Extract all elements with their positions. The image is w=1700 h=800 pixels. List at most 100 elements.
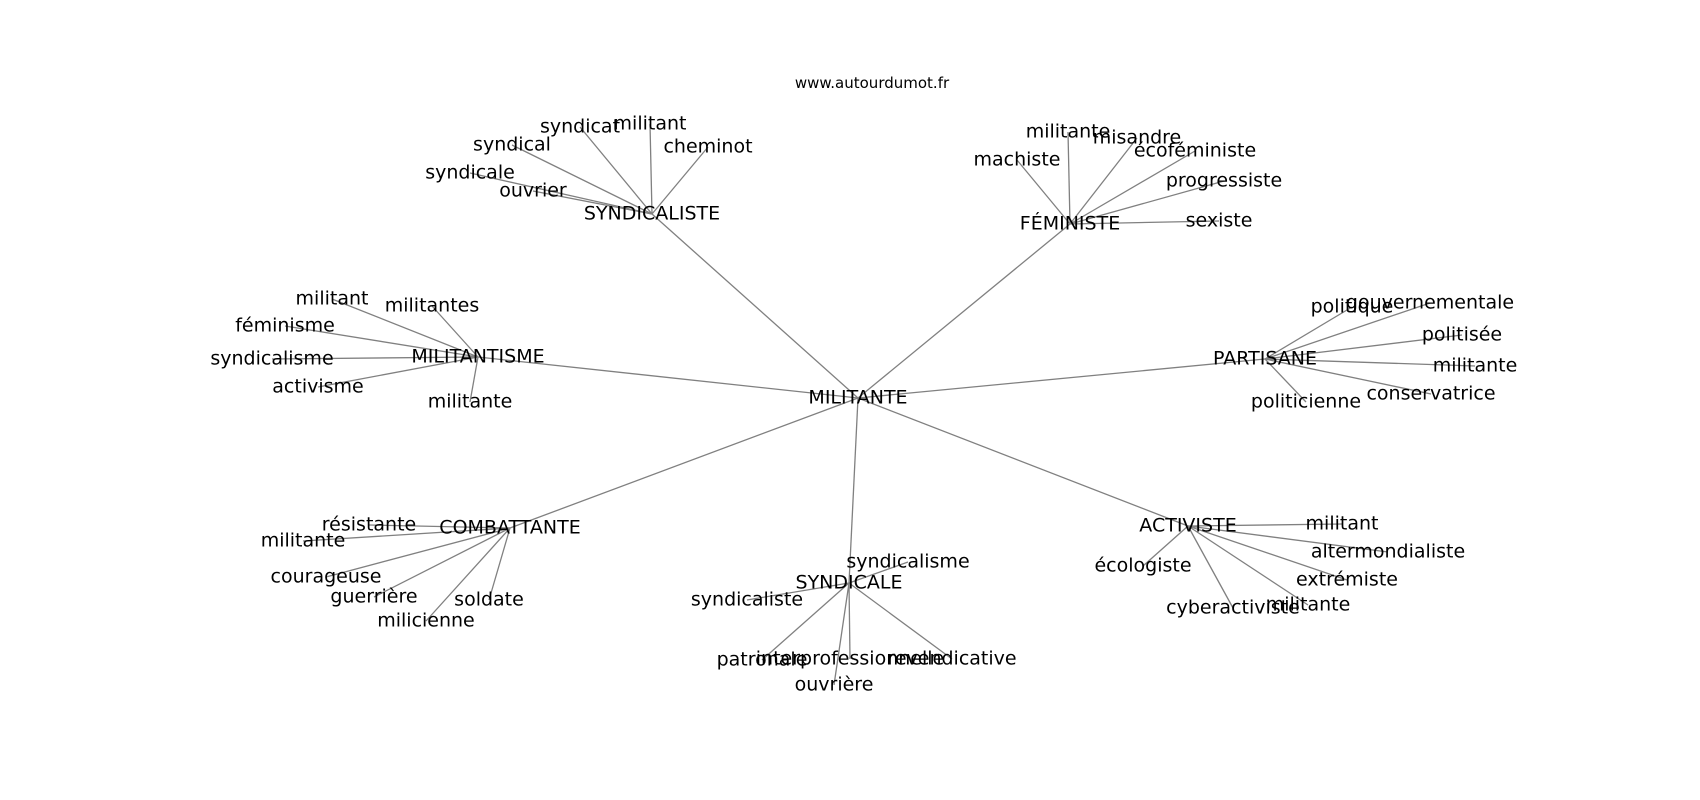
leaf-node-label[interactable]: cheminot: [663, 136, 752, 158]
leaf-node-label[interactable]: militante: [261, 530, 346, 552]
leaf-node-label[interactable]: courageuse: [271, 566, 382, 588]
hub-node-label[interactable]: SYNDICALE: [796, 572, 903, 594]
leaf-node-label[interactable]: conservatrice: [1366, 383, 1495, 405]
center-node-label[interactable]: MILITANTE: [808, 387, 907, 409]
hub-node-label[interactable]: COMBATTANTE: [439, 517, 580, 539]
edge-hub-leaf: [284, 325, 479, 358]
edge-hub-leaf: [1069, 220, 1220, 225]
leaf-node-label[interactable]: syndicalisme: [210, 348, 333, 370]
leaf-node-label[interactable]: politicienne: [1251, 391, 1361, 413]
edge-hub-leaf: [331, 298, 479, 358]
leaf-node-label[interactable]: interprofessionnelle: [756, 648, 944, 670]
edge-hub-leaf: [1264, 358, 1432, 395]
hub-node-label[interactable]: MILITANTISME: [411, 346, 544, 368]
edge-center-hub: [651, 213, 859, 399]
leaf-node-label[interactable]: extrémiste: [1296, 569, 1398, 591]
leaf-node-label[interactable]: revendicative: [887, 648, 1016, 670]
site-url[interactable]: www.autourdumot.fr: [795, 74, 950, 92]
edge-hub-leaf: [1069, 137, 1138, 225]
edge-hub-leaf: [469, 172, 653, 215]
leaf-node-label[interactable]: militantes: [385, 295, 480, 317]
leaf-node-label[interactable]: politisée: [1422, 324, 1502, 346]
edge-hub-leaf: [1187, 525, 1389, 553]
hub-node-label[interactable]: PARTISANE: [1213, 348, 1317, 370]
edge-hub-leaf: [1069, 180, 1225, 225]
edge-hub-leaf: [761, 582, 850, 661]
edge-hub-leaf: [317, 356, 479, 388]
edge-hub-leaf: [1187, 525, 1234, 609]
edge-hub-leaf: [271, 356, 479, 360]
leaf-node-label[interactable]: guerrière: [330, 586, 417, 608]
edge-hub-leaf: [1016, 159, 1071, 225]
edge-hub-leaf: [1264, 358, 1307, 403]
edge-hub-leaf: [1187, 525, 1348, 581]
edge-hub-leaf: [368, 524, 511, 529]
leaf-node-label[interactable]: milicienne: [377, 610, 475, 632]
edge-hub-leaf: [833, 582, 850, 686]
leaf-node-label[interactable]: cyberactiviste: [1166, 597, 1300, 619]
leaf-node-label[interactable]: militant: [614, 113, 687, 135]
hub-node-label[interactable]: ACTIVISTE: [1139, 515, 1236, 537]
leaf-node-label[interactable]: soldate: [454, 589, 524, 611]
edge-hub-leaf: [1067, 131, 1071, 225]
hub-node-label[interactable]: SYNDICALISTE: [584, 203, 720, 225]
edge-hub-leaf: [532, 190, 653, 215]
leaf-node-label[interactable]: machiste: [974, 149, 1061, 171]
edge-hub-leaf: [302, 527, 511, 542]
leaf-node-label[interactable]: ouvrière: [795, 674, 874, 696]
leaf-node-label[interactable]: féminisme: [235, 315, 335, 337]
leaf-node-label[interactable]: progressiste: [1166, 170, 1282, 192]
edge-hub-leaf: [1264, 334, 1463, 360]
leaf-node-label[interactable]: ouvrier: [499, 180, 567, 202]
edge-center-hub: [857, 223, 1071, 399]
edges: [271, 123, 1476, 686]
edge-hub-leaf: [425, 527, 511, 622]
edge-hub-leaf: [1069, 150, 1196, 225]
leaf-node-label[interactable]: altermondialiste: [1311, 541, 1465, 563]
edge-hub-leaf: [1264, 302, 1431, 360]
edge-center-hub: [848, 397, 859, 584]
edge-hub-leaf: [579, 126, 653, 215]
leaf-node-label[interactable]: militante: [1433, 355, 1518, 377]
leaf-node-label[interactable]: gouvernementale: [1346, 292, 1514, 314]
edge-hub-leaf: [469, 356, 479, 403]
edge-hub-leaf: [1264, 306, 1353, 360]
edge-hub-leaf: [373, 527, 511, 598]
leaf-node-label[interactable]: syndicaliste: [691, 589, 803, 611]
edge-center-hub: [477, 356, 859, 399]
edge-hub-leaf: [651, 146, 709, 215]
edge-center-hub: [509, 397, 859, 529]
edge-center-hub: [857, 397, 1189, 527]
leaf-node-label[interactable]: politique: [1311, 296, 1394, 318]
leaf-node-label[interactable]: syndicalisme: [846, 551, 969, 573]
leaf-node-label[interactable]: activisme: [272, 376, 363, 398]
edge-hub-leaf: [746, 582, 850, 601]
leaf-node-label[interactable]: patronale: [717, 649, 808, 671]
leaf-node-label[interactable]: militante: [1026, 121, 1111, 143]
leaf-node-label[interactable]: sexiste: [1186, 210, 1253, 232]
leaf-node-label[interactable]: résistante: [322, 514, 416, 536]
leaf-node-label[interactable]: misandre: [1093, 127, 1182, 149]
leaf-node-label[interactable]: militant: [296, 288, 369, 310]
edge-hub-leaf: [649, 123, 653, 215]
edge-hub-leaf: [848, 582, 851, 660]
edge-hub-leaf: [1187, 523, 1343, 527]
edge-hub-leaf: [325, 527, 511, 578]
leaf-node-label[interactable]: écologiste: [1094, 555, 1191, 577]
leaf-node-label[interactable]: syndicale: [425, 162, 515, 184]
hub-node-label[interactable]: FÉMINISTE: [1020, 212, 1120, 235]
labels: MILITANTESYNDICALISTEsyndicatmilitantsyn…: [210, 113, 1517, 696]
leaf-node-label[interactable]: écoféministe: [1134, 140, 1256, 162]
edge-hub-leaf: [848, 561, 909, 584]
edge-center-hub: [857, 358, 1266, 399]
leaf-node-label[interactable]: militante: [1266, 594, 1351, 616]
edge-hub-leaf: [1187, 525, 1309, 606]
leaf-node-label[interactable]: syndical: [473, 134, 551, 156]
edge-hub-leaf: [511, 144, 653, 215]
edge-hub-leaf: [1264, 358, 1476, 367]
leaf-node-label[interactable]: syndicat: [540, 116, 620, 138]
leaf-node-label[interactable]: militant: [1306, 513, 1379, 535]
leaf-node-label[interactable]: militante: [428, 391, 513, 413]
edge-hub-leaf: [431, 305, 479, 358]
